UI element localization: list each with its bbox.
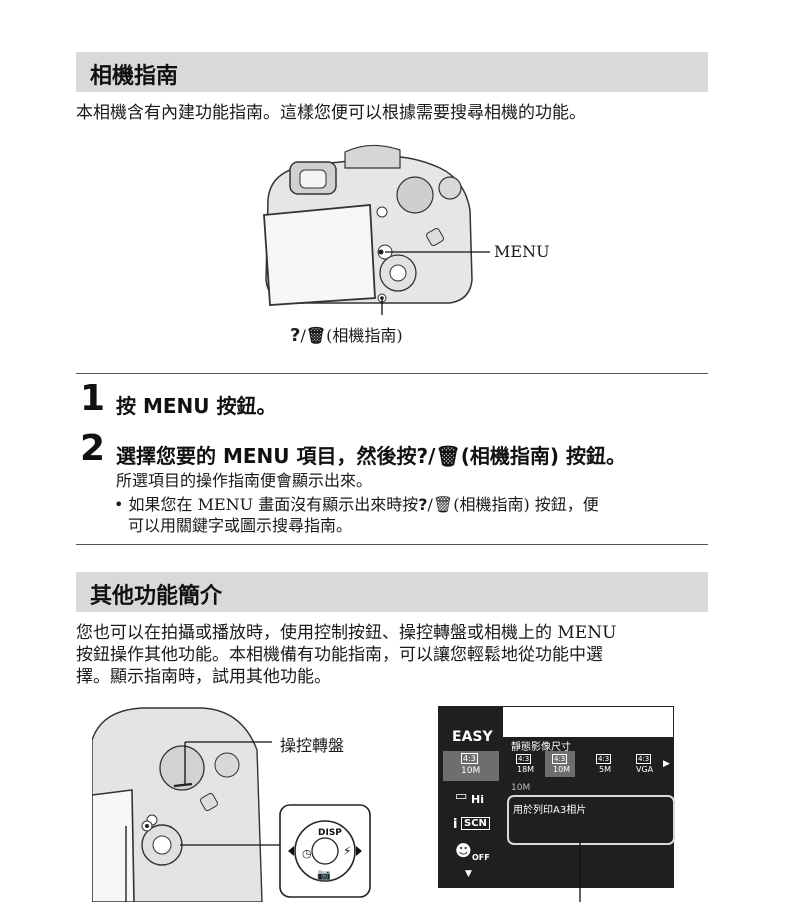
camera-back-illustration bbox=[263, 144, 490, 315]
intro-paragraph: 本相機含有內建功能指南。這樣您便可以根據需要搜尋相機的功能。 bbox=[76, 103, 586, 123]
scroll-down-icon: ▼ bbox=[465, 869, 472, 879]
menu-header: 靜態影像尺寸 bbox=[511, 742, 571, 753]
trash-icon: 🗑 bbox=[435, 444, 461, 468]
menu-screen-illustration: EASY 4:3 10M ▭ Hi i SCN ☻ OFF ▼ 靜態影像尺寸 4… bbox=[438, 706, 675, 888]
help-icon: ? bbox=[290, 325, 301, 346]
help-icon: ? bbox=[416, 444, 429, 468]
guide-panel bbox=[503, 779, 673, 887]
section-title: 相機指南 bbox=[90, 64, 179, 89]
guide-button-callout: ?/🗑(相機指南) bbox=[290, 325, 403, 346]
trash-icon: 🗑 bbox=[432, 495, 454, 514]
menu-screen-left-column bbox=[439, 707, 503, 887]
step-number: 2 bbox=[80, 428, 106, 469]
svg-text:⚡: ⚡ bbox=[343, 844, 351, 858]
divider bbox=[76, 373, 708, 374]
step-bullet: • 如果您在 MENU 畫面沒有顯示出來時按?/🗑(相機指南) 按鈕，便 可以用… bbox=[114, 495, 599, 535]
divider bbox=[76, 544, 708, 545]
svg-text:◷: ◷ bbox=[302, 847, 312, 860]
guide-callout-line bbox=[579, 842, 581, 902]
help-icon: ? bbox=[418, 495, 428, 514]
control-dial-callout: 操控轉盤 bbox=[280, 736, 345, 755]
burst-icon: ▭ bbox=[455, 789, 468, 804]
disp-label: DISP bbox=[318, 828, 342, 838]
camera-dial-illustration: DISP ⚡ ◷ 📷 bbox=[92, 707, 371, 902]
easy-label: EASY bbox=[452, 729, 493, 745]
off-label: OFF bbox=[472, 853, 490, 862]
size-option: 4:3 bbox=[596, 754, 612, 764]
smile-icon: ☻ bbox=[455, 841, 472, 860]
size-option: 4:3 bbox=[636, 754, 652, 764]
section-header-camera-guide: 相機指南 bbox=[76, 52, 708, 92]
step-text: 按 MENU 按鈕。 bbox=[116, 394, 277, 418]
current-value: 10M bbox=[511, 783, 531, 793]
section-header-other-functions: 其他功能簡介 bbox=[76, 572, 708, 612]
svg-text:📷: 📷 bbox=[317, 868, 331, 881]
step-text: 選擇您要的 MENU 項目，然後按?/🗑(相機指南) 按鈕。 bbox=[116, 444, 627, 468]
guide-text-box bbox=[507, 795, 675, 845]
step-number: 1 bbox=[80, 378, 106, 419]
other-functions-paragraph: 您也可以在拍攝或播放時，使用控制按鈕、操控轉盤或相機上的 MENU 按鈕操作其他… bbox=[76, 623, 617, 687]
hi-label: Hi bbox=[471, 793, 484, 806]
scroll-right-icon: ▶ bbox=[663, 759, 670, 769]
menu-callout-label: MENU bbox=[494, 242, 550, 261]
size-option: 4:3 bbox=[552, 754, 568, 764]
guide-callout-text: (相機指南) bbox=[326, 326, 403, 345]
size-options-bar bbox=[503, 737, 673, 779]
section-title: 其他功能簡介 bbox=[90, 584, 223, 609]
size-option: 4:3 bbox=[516, 754, 532, 764]
guide-text: 用於列印A3相片 bbox=[513, 805, 587, 816]
step-description: 所選項目的操作指南便會顯示出來。 bbox=[116, 471, 373, 490]
size-option-selected-highlight bbox=[545, 751, 575, 777]
trash-icon: 🗑 bbox=[305, 326, 327, 345]
menu-screen-top-bar bbox=[503, 707, 673, 737]
scn-label: SCN bbox=[461, 817, 490, 830]
scene-icon: i bbox=[453, 817, 458, 832]
left-size-selected bbox=[443, 751, 499, 781]
